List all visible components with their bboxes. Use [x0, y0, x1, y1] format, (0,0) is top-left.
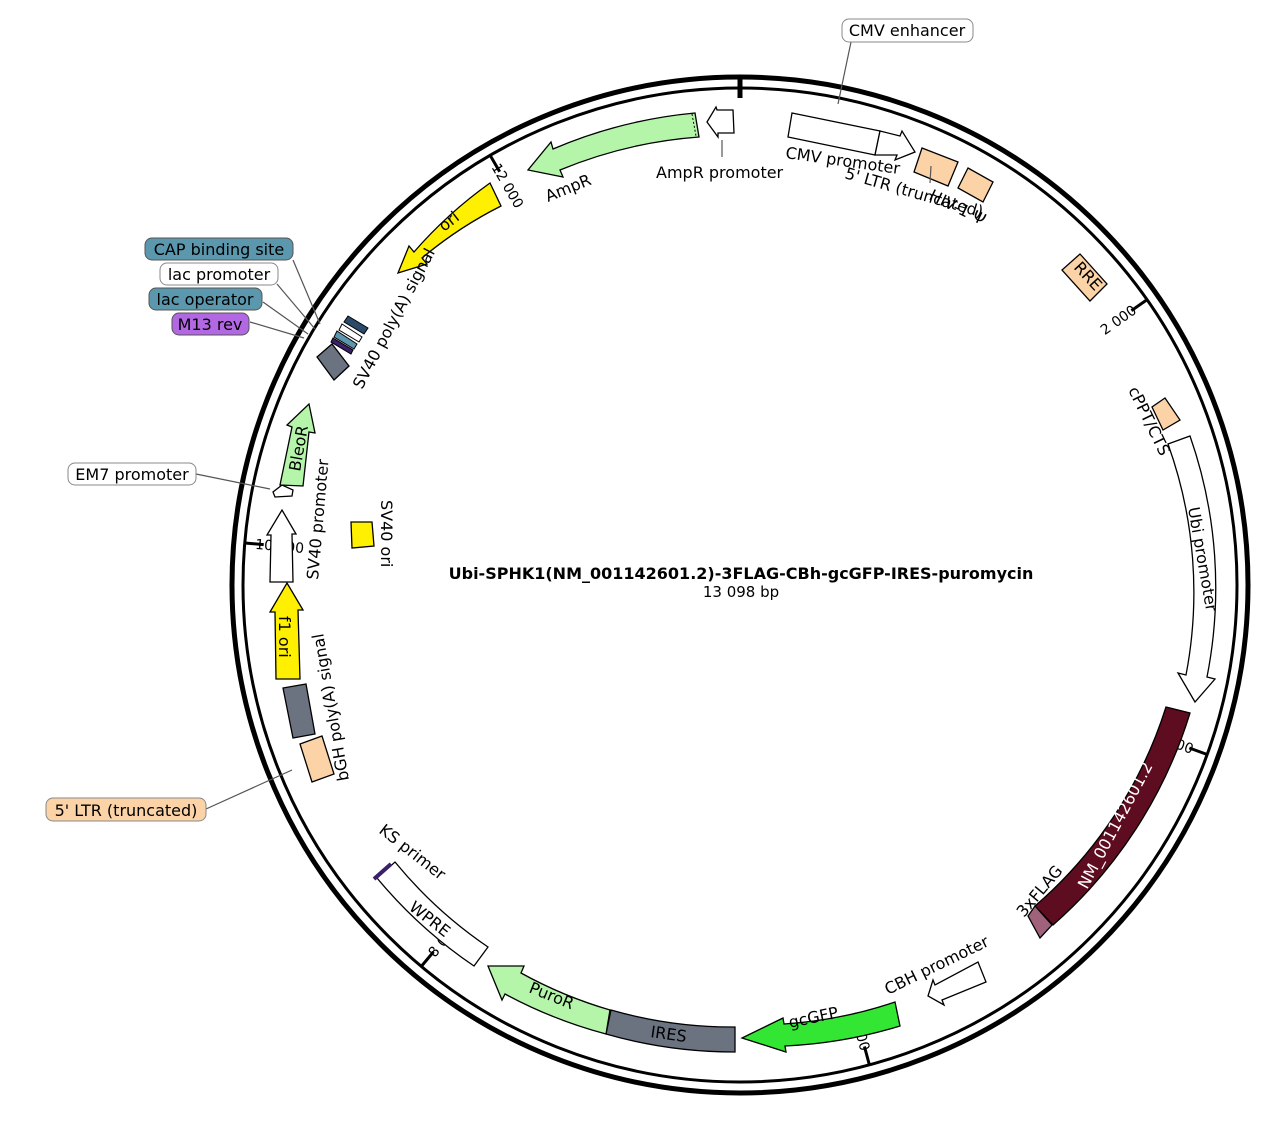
callout-cmv-enhancer-text: CMV enhancer [849, 21, 966, 40]
callout-5ltr-left: 5' LTR (truncated) [45, 797, 207, 822]
tick-mark [488, 154, 502, 173]
label-f1-ori: f1 ori [275, 616, 294, 658]
label-sv40-ori: SV40 ori [377, 500, 396, 567]
callout-cap-binding-site-text: CAP binding site [154, 240, 284, 259]
feature-sv40-ori[interactable] [350, 521, 375, 549]
label-ubi-promoter: Ubi promoter [1184, 505, 1221, 613]
label-ires: IRES [649, 1022, 687, 1046]
feature-bgh-polya[interactable] [282, 683, 316, 739]
feature-sphk1[interactable] [1034, 706, 1191, 926]
callout-cap-binding-site: CAP binding site [144, 237, 294, 261]
feature-cppt-cts[interactable] [1151, 397, 1181, 431]
label-ampr-promoter: AmpR promoter [656, 163, 784, 182]
feature-gcgfp[interactable] [740, 1001, 901, 1053]
label-sv40-polya: SV40 poly(A) signal [349, 245, 439, 392]
tick-mark [244, 541, 264, 547]
callout-cmv-enhancer: CMV enhancer [841, 18, 974, 43]
feature-5ltr-left[interactable] [299, 735, 335, 783]
callout-em7-promoter: EM7 promoter [67, 462, 197, 486]
feature-sv40-promoter[interactable] [265, 508, 298, 583]
leader-lines [195, 41, 932, 810]
callout-lac-operator-text: lac operator [157, 290, 254, 309]
feature-rre[interactable] [1061, 253, 1108, 302]
feature-puror[interactable] [487, 965, 611, 1035]
feature-ori[interactable] [396, 182, 502, 275]
callout-lac-promoter: lac promoter [159, 262, 279, 286]
tick-mark [1188, 746, 1208, 756]
feature-ks-primer[interactable] [372, 862, 393, 881]
tick-mark [862, 1046, 871, 1066]
callout-em7-promoter-text: EM7 promoter [75, 465, 189, 484]
label-ampr: AmpR [542, 170, 593, 206]
feature-ubi-promoter[interactable] [1167, 435, 1217, 704]
tick-label: 2 000 [1098, 303, 1140, 339]
label-bleor: BleoR [285, 424, 312, 473]
label-sv40-promoter: SV40 promoter [303, 458, 332, 580]
feature-bleor[interactable] [279, 402, 316, 487]
feature-sv40-polya[interactable] [316, 343, 350, 381]
callout-m13-rev: M13 rev [171, 312, 250, 336]
feature-em7-promoter[interactable] [272, 484, 294, 498]
feature-ampr[interactable] [526, 112, 700, 178]
tick-mark [1130, 298, 1148, 312]
callout-lac-operator: lac operator [148, 287, 263, 311]
feature-lac-cluster[interactable] [330, 315, 369, 355]
plasmid-title: Ubi-SPHK1(NM_001142601.2)-3FLAG-CBh-gcGF… [449, 564, 1034, 583]
callout-m13-rev-text: M13 rev [178, 315, 243, 334]
feature-ampr-promoter[interactable] [706, 105, 735, 139]
feature-3xflag[interactable] [1027, 904, 1053, 940]
plasmid-length: 13 098 bp [703, 583, 779, 601]
tick-mark [420, 950, 435, 968]
callout-5ltr-left-text: 5' LTR (truncated) [55, 801, 198, 820]
feature-cbh-promoter[interactable] [927, 961, 987, 1007]
feature-cmv-promoter[interactable] [874, 129, 916, 162]
feature-5ltr-top[interactable] [913, 147, 959, 187]
feature-f1-ori[interactable] [268, 581, 305, 680]
callout-lac-promoter-text: lac promoter [168, 265, 271, 284]
feature-hiv1-psi[interactable] [957, 167, 994, 203]
